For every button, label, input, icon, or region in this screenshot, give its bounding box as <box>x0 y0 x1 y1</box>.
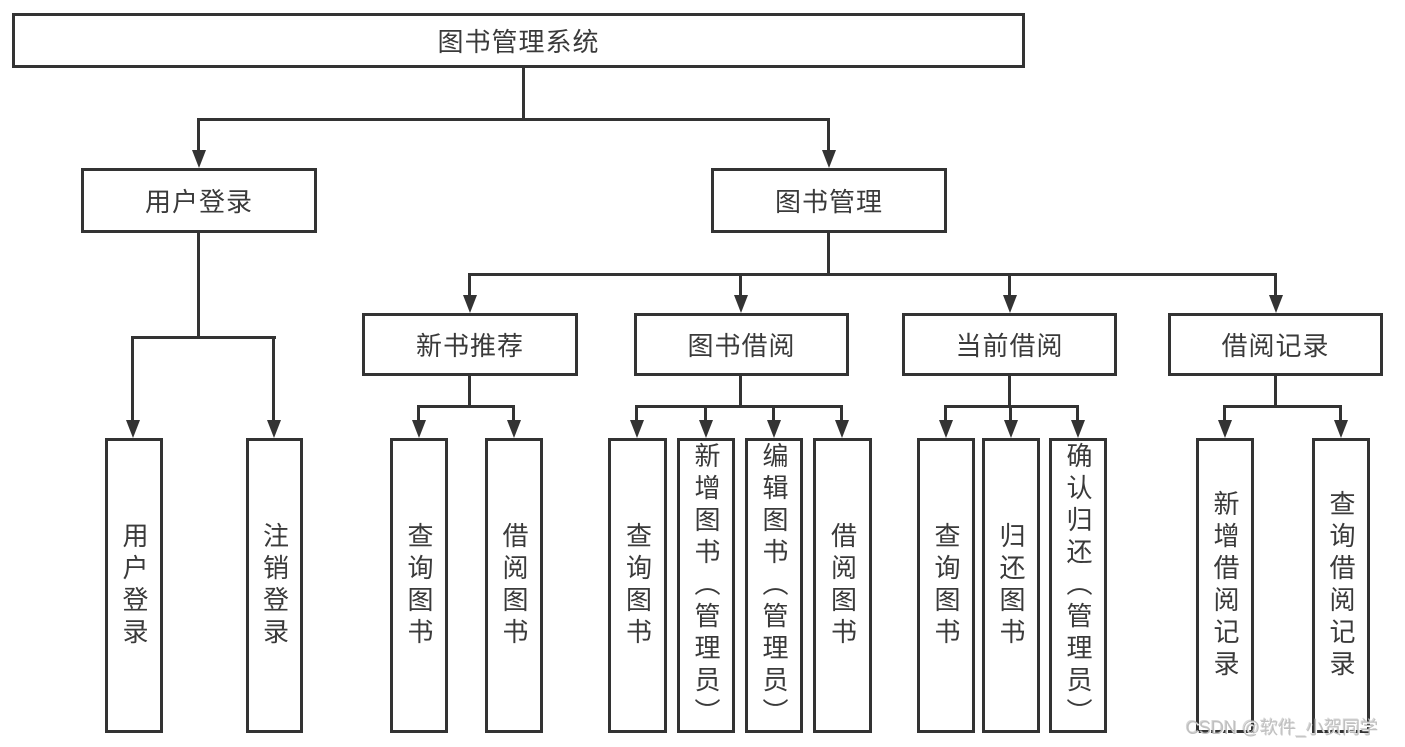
node-user-login: 用户登录 <box>81 168 317 233</box>
node-label: 确认归还（管理员） <box>1063 441 1093 730</box>
leaf-search-borrow-record: 查询借阅记录 <box>1312 438 1370 733</box>
connector-line <box>635 405 843 408</box>
connector-line <box>827 118 830 152</box>
node-label: 用户登录 <box>119 521 149 650</box>
leaf-add-borrow-record: 新增借阅记录 <box>1196 438 1254 733</box>
node-label: 查询图书 <box>931 521 961 650</box>
node-new-book-recommendation: 新书推荐 <box>362 313 578 376</box>
csdn-watermark: CSDN @软件_小贺同学 <box>1186 718 1379 738</box>
connector-line <box>417 405 515 408</box>
arrowhead-icon <box>192 150 206 168</box>
node-book-management: 图书管理 <box>711 168 947 233</box>
leaf-search-books: 查询图书 <box>917 438 975 733</box>
connector-line <box>704 405 707 424</box>
node-library-system: 图书管理系统 <box>12 13 1025 68</box>
node-book-borrowing: 图书借阅 <box>634 313 849 376</box>
connector-line <box>739 376 742 408</box>
node-label: 查询图书 <box>404 521 434 650</box>
connector-line <box>944 405 947 424</box>
leaf-borrow-books: 借阅图书 <box>485 438 543 733</box>
connector-line <box>1274 376 1277 408</box>
arrowhead-icon <box>1004 420 1018 438</box>
node-label: 当前借阅 <box>955 331 1064 361</box>
arrowhead-icon <box>767 420 781 438</box>
node-borrowing-records: 借阅记录 <box>1168 313 1383 376</box>
node-label: 归还图书 <box>996 521 1026 650</box>
node-label: 新增借阅记录 <box>1210 489 1240 682</box>
leaf-borrow-books: 借阅图书 <box>813 438 872 733</box>
connector-line <box>1223 405 1226 424</box>
connector-line <box>840 405 843 424</box>
arrowhead-icon <box>1218 420 1232 438</box>
arrowhead-icon <box>1071 420 1085 438</box>
leaf-edit-books-admin: 编辑图书（管理员） <box>745 438 803 733</box>
arrowhead-icon <box>1269 295 1283 313</box>
connector-line <box>827 233 830 276</box>
arrowhead-icon <box>267 420 281 438</box>
connector-line <box>1274 273 1277 299</box>
connector-line <box>635 405 638 424</box>
node-label: 查询借阅记录 <box>1326 489 1356 682</box>
arrowhead-icon <box>412 420 426 438</box>
arrowhead-icon <box>822 150 836 168</box>
connector-line <box>272 336 275 424</box>
arrowhead-icon <box>630 420 644 438</box>
arrowhead-icon <box>939 420 953 438</box>
arrowhead-icon <box>507 420 521 438</box>
node-label: 新书推荐 <box>415 331 524 361</box>
node-label: 用户登录 <box>144 187 253 217</box>
connector-line <box>131 336 134 424</box>
node-label: 编辑图书（管理员） <box>759 441 789 730</box>
node-label: 图书管理系统 <box>437 27 600 57</box>
connector-line <box>1223 405 1342 408</box>
node-label: 借阅记录 <box>1221 331 1330 361</box>
connector-line <box>197 233 200 339</box>
arrowhead-icon <box>699 420 713 438</box>
connector-line <box>739 273 742 299</box>
connector-line <box>1008 273 1011 299</box>
leaf-return-books: 归还图书 <box>982 438 1040 733</box>
leaf-confirm-return-admin: 确认归还（管理员） <box>1049 438 1107 733</box>
node-label: 图书管理 <box>774 187 883 217</box>
leaf-logout: 注销登录 <box>246 438 303 733</box>
node-label: 注销登录 <box>259 521 290 650</box>
arrowhead-icon <box>126 420 140 438</box>
connector-line <box>197 118 200 152</box>
node-label: 新增图书（管理员） <box>691 441 721 730</box>
leaf-add-books-admin: 新增图书（管理员） <box>677 438 735 733</box>
node-label: 借阅图书 <box>827 521 858 650</box>
connector-line <box>1009 405 1012 424</box>
node-current-borrowing: 当前借阅 <box>902 313 1117 376</box>
leaf-user-login: 用户登录 <box>105 438 163 733</box>
arrowhead-icon <box>463 295 477 313</box>
arrowhead-icon <box>1003 295 1017 313</box>
connector-line <box>417 405 420 424</box>
connector-line <box>131 336 276 339</box>
connector-line <box>468 273 471 299</box>
connector-line <box>1339 405 1342 424</box>
connector-line <box>1008 376 1011 408</box>
arrowhead-icon <box>1334 420 1348 438</box>
connector-line <box>1076 405 1079 424</box>
connector-line <box>772 405 775 424</box>
arrowhead-icon <box>835 420 849 438</box>
connector-line <box>197 118 830 121</box>
connector-line <box>522 68 525 121</box>
node-label: 查询图书 <box>622 521 653 650</box>
arrowhead-icon <box>734 295 748 313</box>
connector-line <box>468 273 1277 276</box>
node-label: 图书借阅 <box>687 331 796 361</box>
connector-line <box>468 376 471 408</box>
connector-line <box>512 405 515 424</box>
node-label: 借阅图书 <box>499 521 529 650</box>
leaf-search-books: 查询图书 <box>390 438 448 733</box>
leaf-search-books: 查询图书 <box>608 438 667 733</box>
